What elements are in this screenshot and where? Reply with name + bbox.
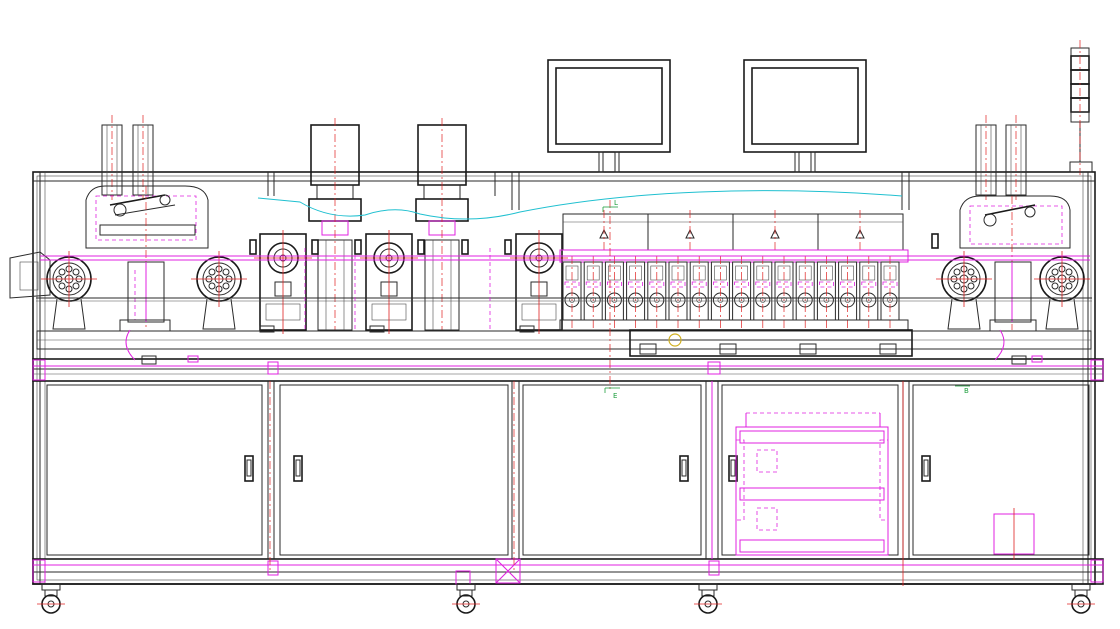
head-column (774, 256, 794, 330)
cyan-guard-line (257, 190, 903, 220)
deck-beams (32, 330, 1104, 585)
monitor-right (743, 59, 867, 173)
sensor-icon (504, 239, 512, 255)
lower-cabinet (46, 381, 1090, 586)
cabinet-door-5 (912, 384, 1090, 556)
magenta-rack (735, 412, 1035, 560)
cabinet-door-4 (721, 384, 899, 556)
head-column (816, 256, 836, 330)
head-column (689, 256, 709, 330)
caster-wheel-icon (37, 583, 65, 614)
caster-wheel-icon (1067, 583, 1095, 614)
cabinet-door-3 (522, 384, 702, 556)
head-column (626, 256, 646, 330)
section-label-b: B (964, 387, 969, 395)
roller-icon (1034, 251, 1090, 330)
sensor-icon (354, 239, 362, 255)
section-labels: L E B (602, 199, 970, 400)
head-column (583, 256, 603, 330)
yellow-marker-icon (668, 333, 682, 347)
sensor-icon (249, 239, 257, 255)
press-unit-left (308, 118, 362, 331)
web-path (36, 248, 1092, 361)
sensor-icon (417, 239, 425, 255)
sensor-icon (931, 233, 939, 249)
right-roller-group (936, 251, 1090, 330)
head-marker-icon (685, 210, 695, 250)
cabinet-door-2 (279, 384, 509, 556)
head-column (838, 256, 858, 330)
multi-head-station (559, 210, 913, 357)
head-column (859, 256, 879, 330)
head-marker-icon (855, 210, 865, 250)
roller-icon (191, 251, 247, 330)
head-column (604, 256, 624, 330)
drive-box (254, 230, 312, 334)
right-rewind-station (959, 115, 1071, 332)
head-marker-icon (599, 210, 609, 250)
roller-icon (936, 251, 992, 330)
left-unwind-station (9, 115, 209, 332)
head-column (710, 256, 730, 330)
head-column (880, 256, 900, 330)
caster-wheel-group (37, 583, 1095, 614)
head-column (753, 256, 773, 330)
head-column (795, 256, 815, 330)
drive-box (360, 230, 418, 334)
deck-fasteners (141, 325, 1043, 365)
head-marker-icon (770, 210, 780, 250)
drive-box-group (254, 230, 568, 334)
head-column (562, 256, 582, 330)
head-column (668, 256, 688, 330)
section-label-e: E (613, 392, 617, 400)
caster-wheel-icon (452, 583, 480, 614)
head-column (647, 256, 667, 330)
monitor-left (547, 59, 671, 173)
cabinet-door-1 (46, 384, 263, 556)
roller-icon (41, 251, 97, 330)
signal-tower-icon (1069, 40, 1093, 175)
sensor-icon (461, 239, 469, 255)
press-unit-right (415, 118, 469, 331)
door-handle-icon (244, 455, 931, 482)
section-label-l: L (614, 199, 618, 207)
drive-box (510, 230, 568, 334)
left-roller-group (41, 251, 247, 330)
sensor-group (249, 233, 939, 255)
caster-wheel-icon (694, 583, 722, 614)
sensor-icon (311, 239, 319, 255)
head-column (732, 256, 752, 330)
